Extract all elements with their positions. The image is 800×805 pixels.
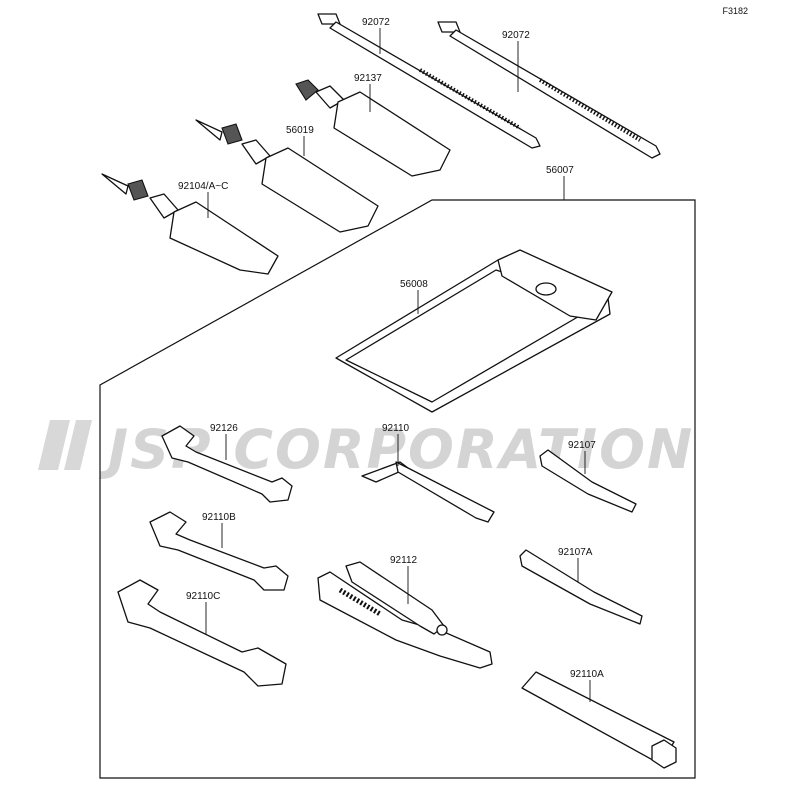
screwdriver-92107[interactable] — [539, 449, 637, 513]
part-label-92110A: 92110A — [570, 669, 604, 680]
toolkit-frame — [99, 199, 696, 779]
part-label-92110C: 92110C — [186, 591, 220, 602]
part-label-56019: 56019 — [286, 125, 314, 136]
part-label-92110B: 92110B — [202, 512, 236, 523]
part-labels: 92072 92072 92137 56019 92104/A~C 56007 … — [178, 17, 604, 680]
box-spanner-92110A[interactable] — [521, 671, 677, 769]
hex-key-92110[interactable] — [361, 461, 495, 523]
part-label-56007: 56007 — [546, 165, 574, 176]
part-label-92107: 92107 — [568, 440, 596, 451]
part-label-92072-a: 92072 — [362, 17, 390, 28]
leader-lines — [205, 28, 591, 702]
wrench-92126[interactable] — [161, 425, 293, 503]
part-label-92072-b: 92072 — [502, 30, 530, 41]
pliers-92112[interactable] — [317, 561, 493, 669]
part-label-92110: 92110 — [382, 423, 410, 434]
cable-tie-2[interactable] — [437, 21, 661, 159]
part-label-92137: 92137 — [354, 73, 382, 84]
part-label-92126: 92126 — [210, 423, 238, 434]
wrench-92110C[interactable] — [117, 579, 287, 687]
part-label-56008: 56008 — [400, 279, 428, 290]
grease-tube-56019[interactable] — [195, 119, 379, 233]
screwdriver-92107A[interactable] — [519, 549, 643, 625]
figure-code: F3182 — [722, 6, 748, 16]
part-label-92107A: 92107A — [558, 547, 593, 558]
part-label-92104: 92104/A~C — [178, 181, 228, 192]
pouch-56008[interactable] — [335, 249, 613, 413]
grease-tube-92137[interactable] — [295, 79, 451, 177]
part-label-92112: 92112 — [390, 555, 418, 566]
wrench-92110B[interactable] — [149, 511, 289, 591]
grease-tube-92104[interactable] — [101, 173, 279, 275]
cable-tie-1[interactable] — [317, 13, 541, 149]
